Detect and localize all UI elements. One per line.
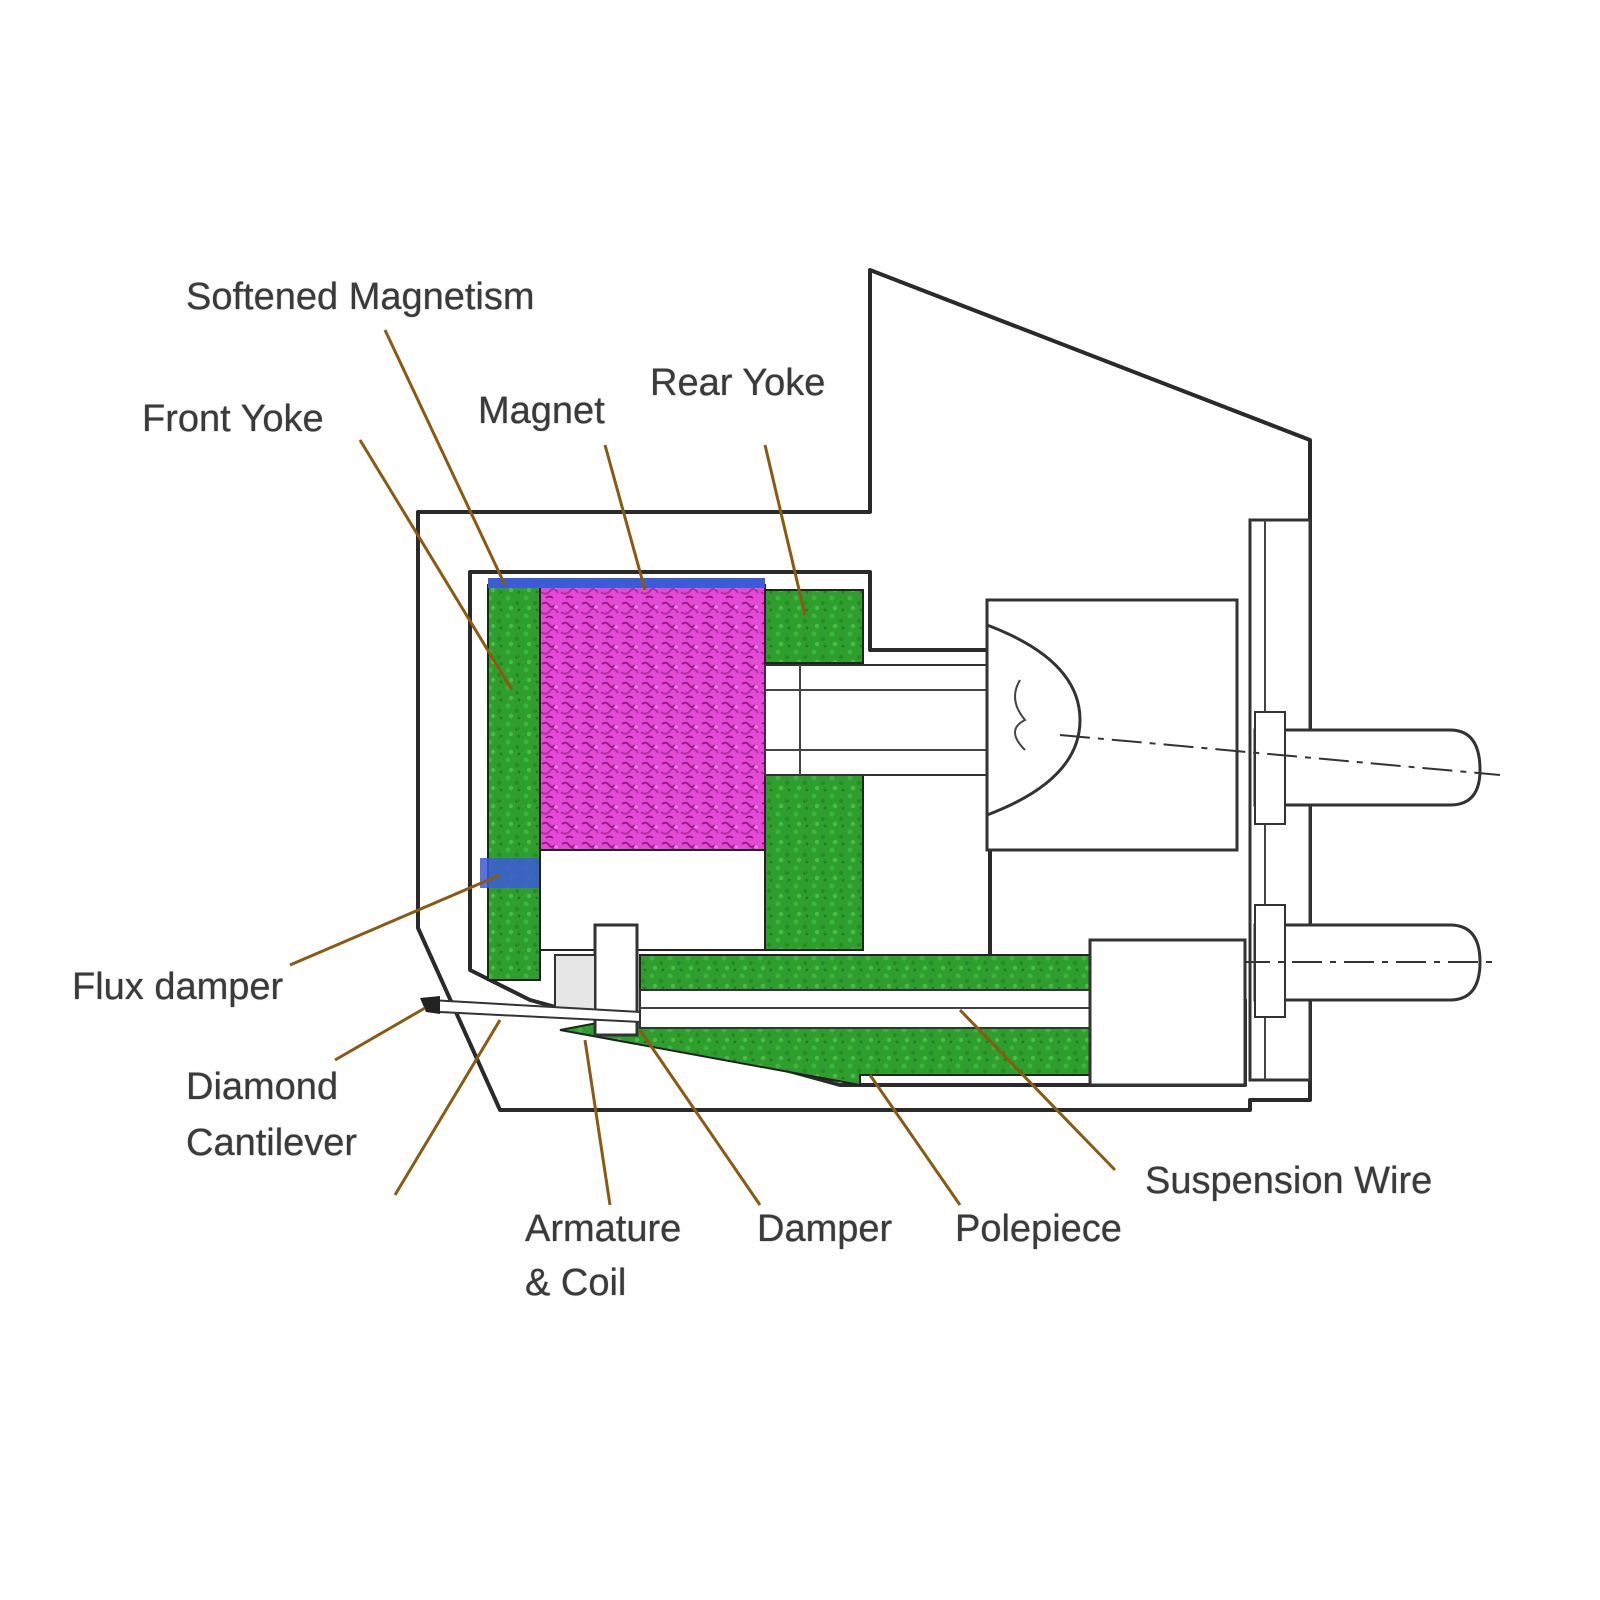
leader-damper: [638, 1029, 762, 1206]
leader-flux-damper: [289, 873, 501, 967]
label-softened-magnetism: Softened Magnetism: [186, 276, 535, 318]
label-magnet: Magnet: [478, 390, 605, 432]
screw-head: [985, 622, 1082, 818]
softened-magnetism-bar: [488, 578, 765, 588]
leader-armature: [583, 1039, 612, 1206]
rear-yoke-lower: [764, 774, 864, 951]
leader-rear-yoke: [763, 444, 807, 616]
lower-spacer: [539, 849, 766, 951]
rear-clamp-block: [1088, 938, 1247, 1087]
label-diamond: Diamond: [186, 1066, 339, 1108]
leader-front-yoke: [358, 439, 514, 691]
terminal-pin-upper: [1253, 728, 1482, 807]
leader-polepiece: [868, 1074, 962, 1206]
rear-yoke-upper: [764, 589, 864, 664]
screw-shaft: [764, 664, 988, 776]
diamond-tip: [420, 996, 440, 1014]
leader-softened-magnetism: [383, 329, 507, 586]
label-armature-line2: & Coil: [525, 1262, 627, 1304]
label-suspension-wire: Suspension Wire: [1145, 1160, 1433, 1202]
front-yoke: [487, 584, 541, 981]
label-damper: Damper: [757, 1208, 893, 1250]
coil: [554, 954, 596, 1011]
leader-suspension-wire: [958, 1008, 1117, 1172]
label-armature-line1: Armature: [525, 1208, 682, 1250]
label-cantilever: Cantilever: [186, 1122, 358, 1164]
label-polepiece: Polepiece: [955, 1208, 1122, 1250]
leader-diamond: [334, 1006, 426, 1062]
magnet-block: [539, 584, 766, 851]
leader-cantilever: [393, 1019, 502, 1196]
label-rear-yoke: Rear Yoke: [650, 362, 826, 404]
cartridge-body: [416, 268, 1312, 1112]
label-front-yoke: Front Yoke: [142, 398, 324, 440]
flux-damper-patch: [480, 858, 542, 888]
leader-magnet: [603, 444, 647, 591]
label-flux-damper: Flux damper: [72, 966, 284, 1008]
